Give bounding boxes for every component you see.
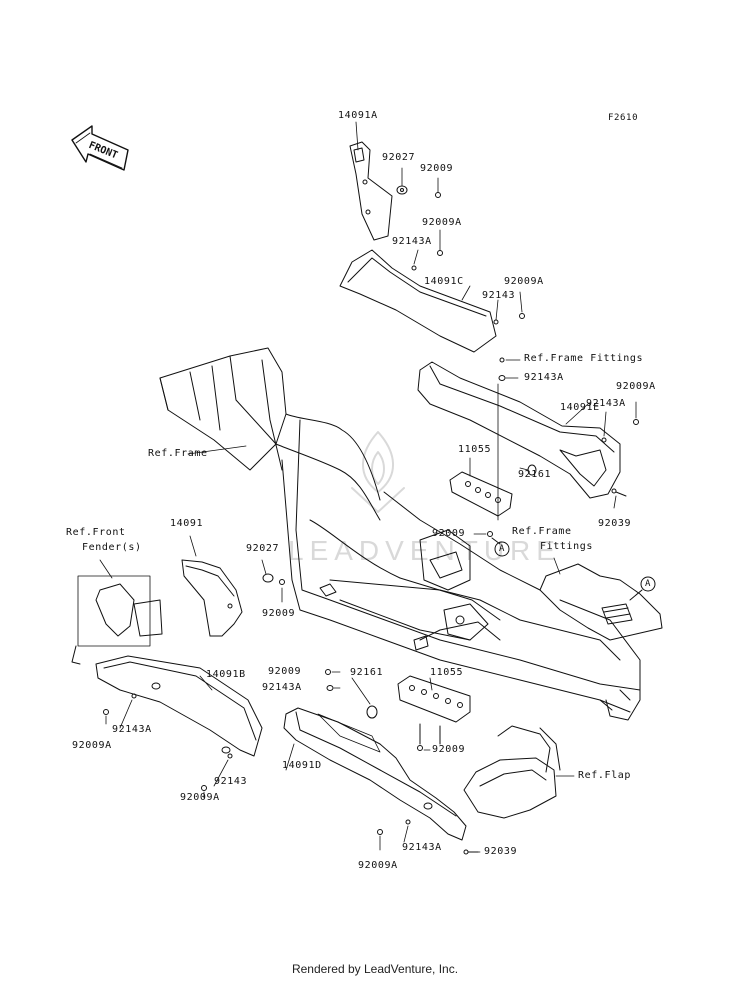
- flap-ref: [463, 725, 561, 819]
- diagram-code: F2610: [608, 113, 639, 123]
- screw-92009A-6: [377, 829, 383, 835]
- leader-lines: [99, 121, 637, 853]
- label-92161-1: 92161: [518, 469, 552, 480]
- label-92009-low2: 92009: [432, 744, 466, 755]
- label-92009A-6: 92009A: [358, 860, 398, 871]
- label-92143A-1: 92143A: [392, 236, 432, 247]
- grommet-92143A-5: [326, 685, 334, 691]
- label-92161-2: 92161: [350, 667, 384, 678]
- label-92009A-1: 92009A: [422, 217, 462, 228]
- label-ref-frame-fittings-2b: Fittings: [540, 541, 593, 552]
- bracket-11055-1: [449, 471, 513, 517]
- label-92027-top: 92027: [382, 152, 416, 163]
- label-14091B: 14091B: [206, 669, 246, 680]
- label-92009-low: 92009: [268, 666, 302, 677]
- part-14091C: [339, 249, 499, 353]
- label-92143A-2: 92143A: [524, 372, 564, 383]
- part-14091B: [95, 655, 263, 757]
- label-92009-mid: 92009: [432, 528, 466, 539]
- label-14091C: 14091C: [424, 276, 464, 287]
- frame-main: [159, 347, 641, 721]
- label-ref-frame: Ref.Frame: [148, 448, 208, 459]
- label-14091E: 14091E: [560, 402, 600, 413]
- label-ref-frame-fittings-1: Ref.Frame Fittings: [524, 353, 644, 364]
- label-marker-a-2: A: [645, 579, 652, 589]
- frame-fittings-ref: [539, 563, 663, 641]
- screw-92009-low2: [417, 745, 423, 751]
- label-ref-front-fender-b: Fender(s): [82, 542, 142, 553]
- screw-92009A-2: [519, 313, 525, 319]
- label-92009A-3: 92009A: [616, 381, 656, 392]
- grommet-92143-2: [227, 753, 233, 759]
- label-ref-front-fender-a: Ref.Front: [66, 527, 126, 538]
- screw-ref-fittings: [499, 357, 505, 363]
- label-92143A-4: 92143A: [112, 724, 152, 735]
- label-92009A-5: 92009A: [180, 792, 220, 803]
- label-ref-frame-fittings-2a: Ref.Frame: [512, 526, 572, 537]
- screw-92009-top: [435, 192, 441, 198]
- part-14091: [181, 559, 243, 637]
- bracket-11055-2: [397, 675, 471, 745]
- screw-92009A-4: [103, 709, 109, 715]
- marker-a-2: [629, 576, 656, 601]
- label-92009-left: 92009: [262, 608, 296, 619]
- watermark-text: LEADVENTURE: [288, 535, 561, 566]
- label-92039-1: 92039: [598, 518, 632, 529]
- front-arrow-icon: FRONT: [71, 125, 129, 171]
- grommet-92161-2: [366, 705, 378, 719]
- label-11055-2: 11055: [430, 667, 464, 678]
- part-14091A: [349, 141, 393, 241]
- part-14091E: [417, 361, 621, 499]
- label-92143-1: 92143: [482, 290, 516, 301]
- label-92143A-3: 92143A: [586, 398, 626, 409]
- label-14091A: 14091A: [338, 110, 378, 121]
- label-92039-2: 92039: [484, 846, 518, 857]
- screw-92009-low: [325, 669, 331, 675]
- watermark-logo: LEADVENTURE: [288, 431, 561, 566]
- screw-92009-left: [279, 579, 285, 585]
- screw-92009A-1: [437, 250, 443, 256]
- screw-92039-1: [611, 488, 627, 497]
- front-fender-ref: [71, 575, 163, 665]
- screw-92009A-3: [633, 419, 639, 425]
- footer-credit: Rendered by LeadVenture, Inc.: [291, 962, 459, 976]
- label-92143-2: 92143: [214, 776, 248, 787]
- label-92009-top: 92009: [420, 163, 454, 174]
- label-marker-a-1: A: [499, 544, 506, 554]
- washer-92027-mid: [262, 573, 274, 583]
- label-92143A-5: 92143A: [262, 682, 302, 693]
- label-92009A-4: 92009A: [72, 740, 112, 751]
- label-92009A-2: 92009A: [504, 276, 544, 287]
- label-14091: 14091: [170, 518, 204, 529]
- part-14091D: [283, 707, 467, 841]
- marker-a-1: [491, 537, 510, 557]
- label-ref-flap: Ref.Flap: [578, 770, 631, 781]
- screw-92009A-5: [201, 785, 207, 791]
- screw-92009-mid: [487, 531, 493, 537]
- label-14091D: 14091D: [282, 760, 322, 771]
- label-92143A-6: 92143A: [402, 842, 442, 853]
- label-92027-mid: 92027: [246, 543, 280, 554]
- label-11055-1: 11055: [458, 444, 492, 455]
- grommet-92143A-6: [405, 819, 411, 825]
- grommet-92143A-2: [498, 375, 506, 381]
- grommet-92143A-4: [131, 693, 137, 699]
- washer-92027-top: [396, 185, 408, 195]
